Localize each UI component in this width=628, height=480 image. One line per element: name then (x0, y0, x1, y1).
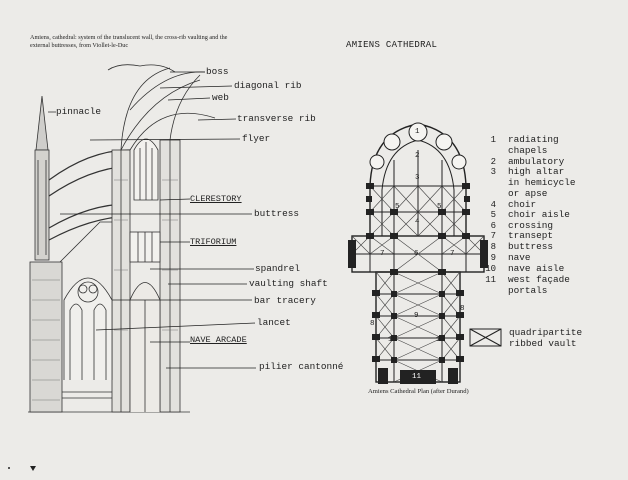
plan-label-11: 11 (412, 373, 422, 381)
edge-dot (8, 467, 10, 469)
legend-text-4: choir (508, 199, 537, 210)
label-pilier-cantonne: pilier cantonné (259, 361, 344, 372)
legend-text-2: ambulatory (508, 156, 565, 167)
legend-text-6: crossing (508, 220, 554, 231)
label-spandrel: spandrel (255, 263, 301, 274)
legend-num-3: 3 (490, 167, 496, 177)
label-transverse-rib: transverse rib (237, 113, 316, 124)
vault-legend-text: quadripartite ribbed vault (509, 327, 583, 349)
plan-label-5b: 5 (437, 203, 442, 211)
legend-num-2: 2 (490, 157, 496, 167)
legend-num-6: 6 (490, 221, 496, 231)
legend-text-9: nave (508, 252, 531, 263)
legend-text-1: radiating chapels (508, 134, 559, 156)
plan-label-10b: 10 (436, 336, 446, 344)
legend-num-9: 9 (490, 253, 496, 263)
legend-num-11: 11 (485, 275, 496, 285)
plan-label-3: 3 (415, 174, 420, 182)
label-lancet: lancet (257, 317, 291, 328)
plan-label-4: 4 (415, 218, 420, 226)
label-vaulting-shaft: vaulting shaft (249, 278, 328, 289)
label-buttress: buttress (254, 208, 300, 219)
label-clerestory: CLERESTORY (190, 194, 242, 204)
plan-label-1: 1 (415, 128, 420, 136)
plan-label-2: 2 (415, 152, 420, 160)
legend-num-5: 5 (490, 210, 496, 220)
plan-label-10a: 10 (388, 336, 398, 344)
legend-num-4: 4 (490, 200, 496, 210)
legend-text-10: nave aisle (508, 263, 565, 274)
plan-label-8a: 8 (370, 320, 375, 328)
label-boss: boss (206, 66, 229, 77)
legend-num-1: 1 (490, 135, 496, 145)
legend-text-11: west façade portals (508, 274, 570, 296)
legend-text-5: choir aisle (508, 209, 570, 220)
legend-text-7: transept (508, 230, 554, 241)
legend-num-7: 7 (490, 231, 496, 241)
plan-label-8b: 8 (460, 305, 465, 313)
plan-label-7a: 7 (380, 250, 385, 258)
plan-label-7b: 7 (450, 250, 455, 258)
label-diagonal-rib: diagonal rib (234, 80, 302, 91)
label-nave-arcade: NAVE ARCADE (190, 335, 247, 345)
label-pinnacle: pinnacle (56, 106, 102, 117)
corner-mark (30, 466, 36, 471)
plan-label-6: 6 (414, 250, 419, 258)
legend-text-3: high altar in hemicycle or apse (508, 166, 576, 199)
plan-label-9: 9 (414, 312, 419, 320)
legend-text-8: buttress (508, 241, 554, 252)
label-bar-tracery: bar tracery (254, 295, 316, 306)
diagram-title: AMIENS CATHEDRAL (346, 40, 438, 50)
label-flyer: flyer (242, 133, 271, 144)
legend-num-8: 8 (490, 242, 496, 252)
legend-num-10: 10 (485, 264, 496, 274)
plan-label-5a: 5 (395, 203, 400, 211)
label-triforium: TRIFORIUM (190, 237, 237, 247)
label-web: web (212, 92, 229, 103)
section-caption: Amiens, cathedral: system of the translu… (30, 34, 228, 49)
plan-caption: Amiens Cathedral Plan (after Durand) (368, 388, 469, 395)
